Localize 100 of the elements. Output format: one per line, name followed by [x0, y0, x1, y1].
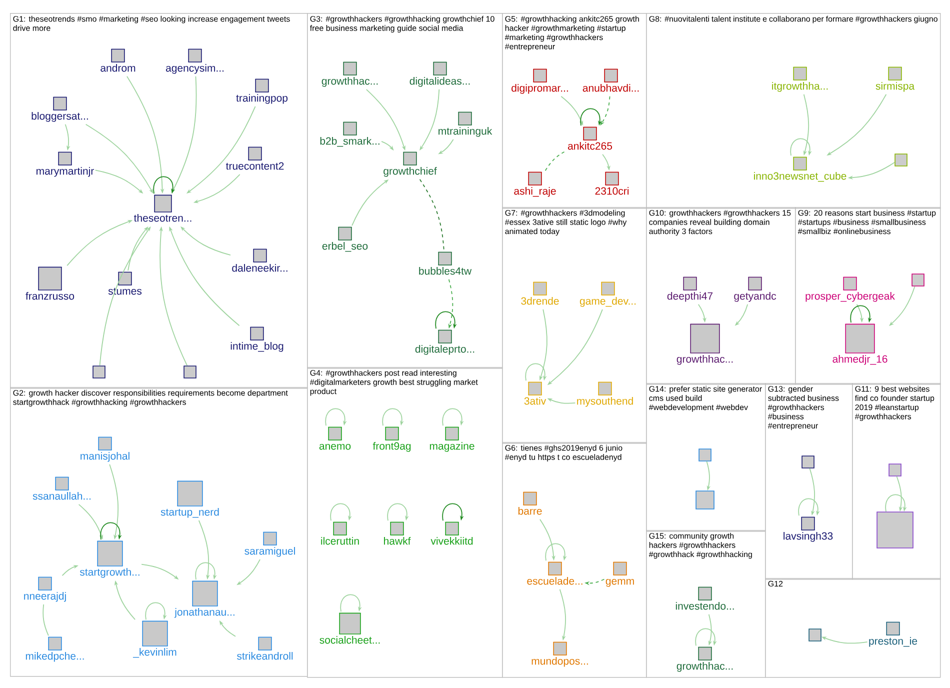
user-node: trainingpop — [236, 78, 288, 104]
user-node: magazine — [430, 426, 474, 452]
user-node: anemo — [319, 426, 351, 450]
node-label: game_dev... — [580, 296, 636, 307]
node-label: nneerajdj — [24, 592, 66, 602]
avatar-picture — [184, 366, 196, 378]
user-node: bubbles4tw — [419, 252, 472, 275]
node-label: mikedpche... — [26, 652, 84, 662]
connector — [42, 604, 49, 636]
avatar-picture — [876, 512, 914, 548]
node-label: growthhac... — [322, 76, 378, 87]
user-node: theseotren... — [134, 194, 192, 222]
user-node: daleneekir... — [232, 248, 288, 272]
user-node: erbel_seo — [322, 226, 368, 252]
node-label: daleneekir... — [232, 264, 288, 272]
self-loop — [580, 108, 602, 126]
user-node: ilceruttin — [321, 522, 359, 545]
self-loop — [790, 138, 812, 156]
node-label: growthhac... — [676, 662, 733, 672]
node-label: b2b_smark... — [320, 136, 380, 147]
user-node: marymartinjr — [36, 152, 94, 177]
self-loop — [340, 594, 362, 612]
user-node: mtraininguk — [438, 112, 492, 137]
self-loop — [153, 176, 175, 194]
user-node: socialcheet... — [320, 612, 380, 644]
node-label: stumes — [108, 288, 142, 295]
self-loop — [442, 503, 464, 522]
node-label: deepthi47 — [667, 292, 713, 302]
user-node: digitalideas... — [410, 62, 470, 87]
group-box: G14: prefer static site generator cms used build #webdevelopment #webdev — [646, 383, 766, 532]
self-loop — [325, 408, 347, 426]
user-node: sirmispa — [876, 66, 915, 92]
user-node: ashi_raje — [514, 172, 556, 197]
user-node: nneerajdj — [24, 576, 66, 602]
avatar-picture — [894, 154, 908, 166]
user-node: intime_blog — [230, 326, 284, 352]
node-label: ankitc265 — [568, 142, 612, 150]
node-label: jonathanau... — [174, 608, 234, 618]
node-label: vivekkiitd — [430, 537, 473, 545]
node-label: startup_nerd — [160, 508, 219, 518]
node-label: ahmedjr_16 — [832, 355, 888, 365]
user-node: agencysim... — [166, 48, 224, 74]
node-label: hawkf — [384, 537, 411, 545]
user-node: manisjohal — [80, 436, 130, 462]
user-node: 3drende — [521, 282, 559, 305]
node-label: magazine — [430, 442, 474, 452]
self-loop — [850, 305, 872, 324]
connector — [419, 178, 444, 252]
avatar-picture — [802, 456, 814, 468]
user-node: ankitc265 — [568, 126, 612, 150]
user-node: jonathanau... — [174, 580, 234, 618]
self-loop — [442, 408, 464, 426]
user-node: escuelade... — [527, 562, 582, 585]
node-label: getyandc — [734, 292, 776, 302]
node-label: mysouthend — [577, 397, 633, 407]
self-loop — [382, 408, 404, 426]
user-node: strikeandroll — [237, 636, 293, 660]
node-label: lavsingh33 — [784, 532, 833, 542]
user-node: franzrusso — [26, 266, 74, 300]
node-label: investendo... — [676, 602, 734, 610]
user-node: inno3newsnet_cube — [754, 156, 846, 182]
node-label: prosper_cybergeak — [806, 292, 895, 302]
node-label: growthhac... — [676, 355, 733, 365]
user-node: digipromar... — [512, 68, 568, 94]
user-node: growthhac... — [676, 324, 733, 365]
node-label: 3ativ — [524, 397, 546, 405]
node-label: erbel_seo — [322, 242, 368, 252]
self-loop — [525, 363, 547, 382]
avatar-picture — [698, 448, 712, 462]
node-label: marymartinjr — [36, 166, 94, 177]
avatar-picture — [92, 366, 106, 378]
user-node: growthhac... — [676, 646, 733, 672]
node-label: anubhavdi... — [582, 84, 639, 92]
avatar-picture — [888, 464, 902, 476]
user-node: front9ag — [372, 426, 411, 452]
node-label: mundopos... — [532, 657, 588, 667]
node-label: mtraininguk — [438, 126, 492, 137]
avatar-picture — [808, 628, 822, 642]
node-label: truecontent2 — [226, 162, 284, 170]
user-node: getyandc — [734, 276, 776, 302]
node-label: socialcheet... — [320, 636, 380, 644]
node-label: intime_blog — [230, 342, 284, 352]
node-label: agencysim... — [166, 64, 224, 74]
node-label: itgrowthha... — [772, 82, 828, 92]
node-label: gemm — [606, 578, 634, 587]
node-label: barre — [518, 507, 542, 515]
user-node: 2310cri — [595, 172, 629, 195]
user-node: digitaleprto... — [415, 330, 474, 355]
node-label: saramiguel — [244, 547, 295, 557]
node-label: ilceruttin — [321, 537, 359, 545]
node-label: bubbles4tw — [419, 266, 472, 275]
user-node: _kevinlim — [132, 620, 176, 658]
user-node: gemm — [606, 562, 634, 587]
avatar-picture — [912, 274, 924, 286]
user-node: mundopos... — [532, 642, 588, 667]
user-node: investendo... — [676, 586, 734, 610]
self-loop — [695, 628, 717, 646]
user-node: truecontent2 — [226, 146, 284, 170]
user-node: anubhavdi... — [582, 68, 639, 92]
node-label: digipromar... — [512, 84, 568, 94]
